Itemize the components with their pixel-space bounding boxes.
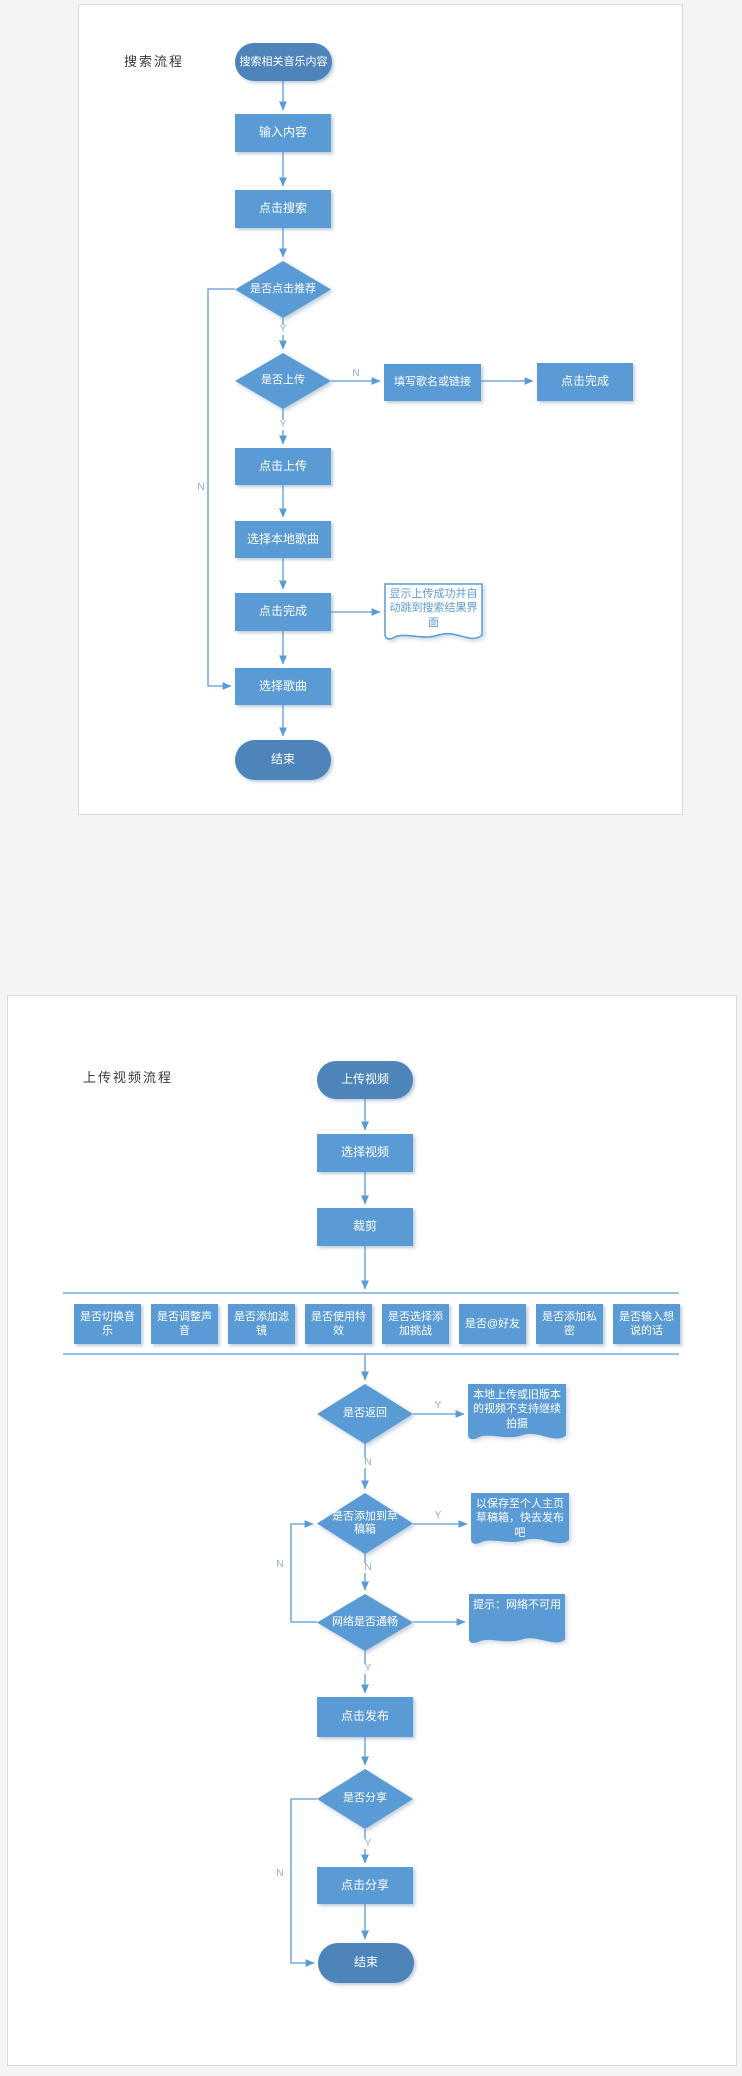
- upload-video-flowchart-panel: 上传视频流程 上传视频 选择视频 裁剪 是否切换音乐 是否调整声音 是否添加滤镜…: [7, 995, 737, 2066]
- node-end-upload: 结束: [318, 1943, 414, 1983]
- edge-label-network-yes: Y: [362, 1663, 374, 1674]
- node-trim: 裁剪: [317, 1208, 413, 1246]
- node-click-upload: 点击上传: [235, 448, 331, 485]
- diamond-shape-icon: [317, 1493, 413, 1554]
- decision-click-recommend: 是否点击推荐: [235, 261, 331, 318]
- node-start-upload: 上传视频: [317, 1061, 413, 1099]
- option-add-caption: 是否输入想说的话: [613, 1304, 680, 1344]
- node-fill-song-or-link: 填写歌名或链接: [384, 364, 481, 401]
- edge-label-back-no: N: [362, 1457, 374, 1468]
- node-click-finish: 点击完成: [235, 593, 331, 631]
- doc-network-unavailable: 提示：网络不可用: [469, 1594, 565, 1650]
- option-use-effects: 是否使用特效: [305, 1304, 372, 1344]
- node-click-publish: 点击发布: [317, 1697, 413, 1737]
- decision-add-to-draft: 是否添加到草稿箱: [317, 1493, 413, 1554]
- diamond-shape-icon: [235, 353, 331, 409]
- doc-draft-saved: 以保存至个人主页草稿箱，快去发布吧: [471, 1493, 569, 1551]
- doc-no-continue-shoot: 本地上传或旧版本的视频不支持继续拍摄: [468, 1384, 566, 1447]
- edge-label-recommend-no-loop: N: [195, 482, 207, 493]
- decision-go-back: 是否返回: [317, 1384, 413, 1444]
- node-click-share: 点击分享: [317, 1867, 413, 1904]
- document-shape-icon: [384, 583, 483, 640]
- node-click-finish-right: 点击完成: [537, 363, 633, 401]
- doc-upload-success-note: 显示上传成功并自动跳到搜索结果界面: [384, 583, 483, 647]
- document-shape-icon: [471, 1493, 569, 1544]
- edge-label-upload-yes: Y: [277, 419, 289, 430]
- connector-lines-search: [207, 81, 534, 737]
- node-click-search: 点击搜索: [235, 190, 331, 228]
- edge-label-network-loop-n: N: [274, 1559, 286, 1570]
- node-choose-video: 选择视频: [317, 1134, 413, 1172]
- diamond-shape-icon: [317, 1594, 413, 1651]
- option-add-challenge: 是否选择添加挑战: [382, 1304, 449, 1344]
- edge-label-share-no: N: [274, 1868, 286, 1879]
- decision-share: 是否分享: [317, 1769, 413, 1829]
- decision-upload: 是否上传: [235, 353, 331, 409]
- search-flow-title: 搜索流程: [124, 54, 185, 69]
- option-mention-friend: 是否@好友: [459, 1304, 526, 1344]
- node-end-search: 结束: [235, 740, 331, 780]
- edge-label-upload-no: N: [350, 368, 362, 379]
- edge-label-back-yes: Y: [432, 1400, 444, 1411]
- search-flowchart-panel: 搜索流程 搜索相关音乐内容 输入内容 点击搜索 是否点击推荐 Y 是否上传 N …: [78, 4, 683, 815]
- edge-label-draft-yes: Y: [432, 1510, 444, 1521]
- edge-label-share-yes: Y: [362, 1838, 374, 1849]
- option-switch-music: 是否切换音乐: [74, 1304, 141, 1344]
- option-adjust-sound: 是否调整声音: [151, 1304, 218, 1344]
- option-set-private: 是否添加私密: [536, 1304, 603, 1344]
- document-shape-icon: [469, 1594, 565, 1643]
- diamond-shape-icon: [317, 1769, 413, 1829]
- upload-flow-title: 上传视频流程: [83, 1070, 174, 1085]
- document-shape-icon: [468, 1384, 566, 1440]
- option-add-filter: 是否添加滤镜: [228, 1304, 295, 1344]
- node-choose-local-song: 选择本地歌曲: [235, 521, 331, 558]
- decision-network-ok: 网络是否通畅: [317, 1594, 413, 1651]
- node-start-search: 搜索相关音乐内容: [235, 43, 332, 81]
- diamond-shape-icon: [317, 1384, 413, 1444]
- edge-label-recommend-yes: Y: [277, 324, 289, 335]
- node-choose-song: 选择歌曲: [235, 668, 331, 705]
- node-input-content: 输入内容: [235, 114, 331, 152]
- diamond-shape-icon: [235, 261, 331, 318]
- edge-label-draft-no: N: [362, 1562, 374, 1573]
